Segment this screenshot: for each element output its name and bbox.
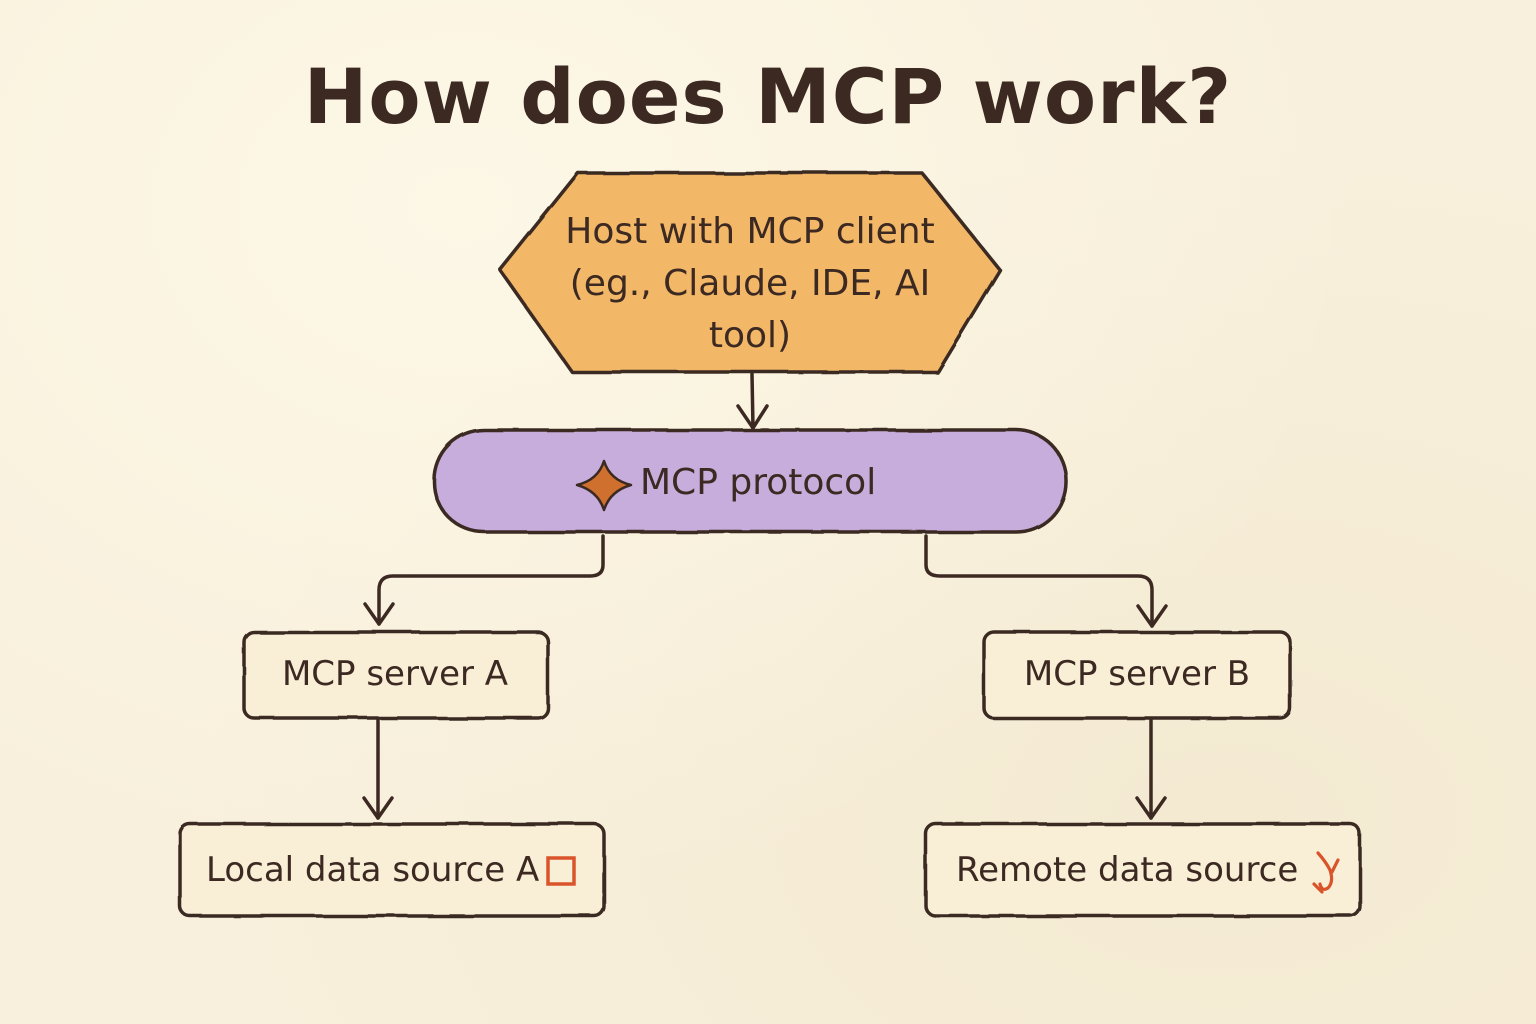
protocol-node: [432, 428, 1068, 534]
remote-source-label: Remote data source: [956, 850, 1299, 890]
arrow-server-a-to-local-source: [362, 718, 394, 820]
local-source-label: Local data source A: [206, 850, 540, 890]
arrow-protocol-to-server-a: [363, 534, 605, 626]
square-icon: [546, 856, 576, 886]
arrow-host-to-protocol: [736, 372, 769, 430]
host-node: [498, 171, 1002, 374]
server-b-label: MCP server B: [1023, 654, 1251, 694]
remote-source-node: [924, 822, 1362, 918]
host-label: Host with MCP client (eg., Claude, IDE, …: [565, 211, 935, 356]
hook-icon: [1312, 851, 1340, 894]
arrow-protocol-to-server-b: [924, 534, 1168, 628]
page-title: How does MCP work?: [303, 52, 1233, 141]
local-source-node: [178, 822, 606, 918]
server-b-node: [982, 630, 1292, 720]
protocol-label: MCP protocol: [640, 462, 877, 503]
arrow-server-b-to-remote-source: [1135, 718, 1167, 820]
server-a-node: [242, 630, 550, 720]
sparkle-icon: [575, 459, 633, 512]
server-a-label: MCP server A: [281, 654, 509, 694]
